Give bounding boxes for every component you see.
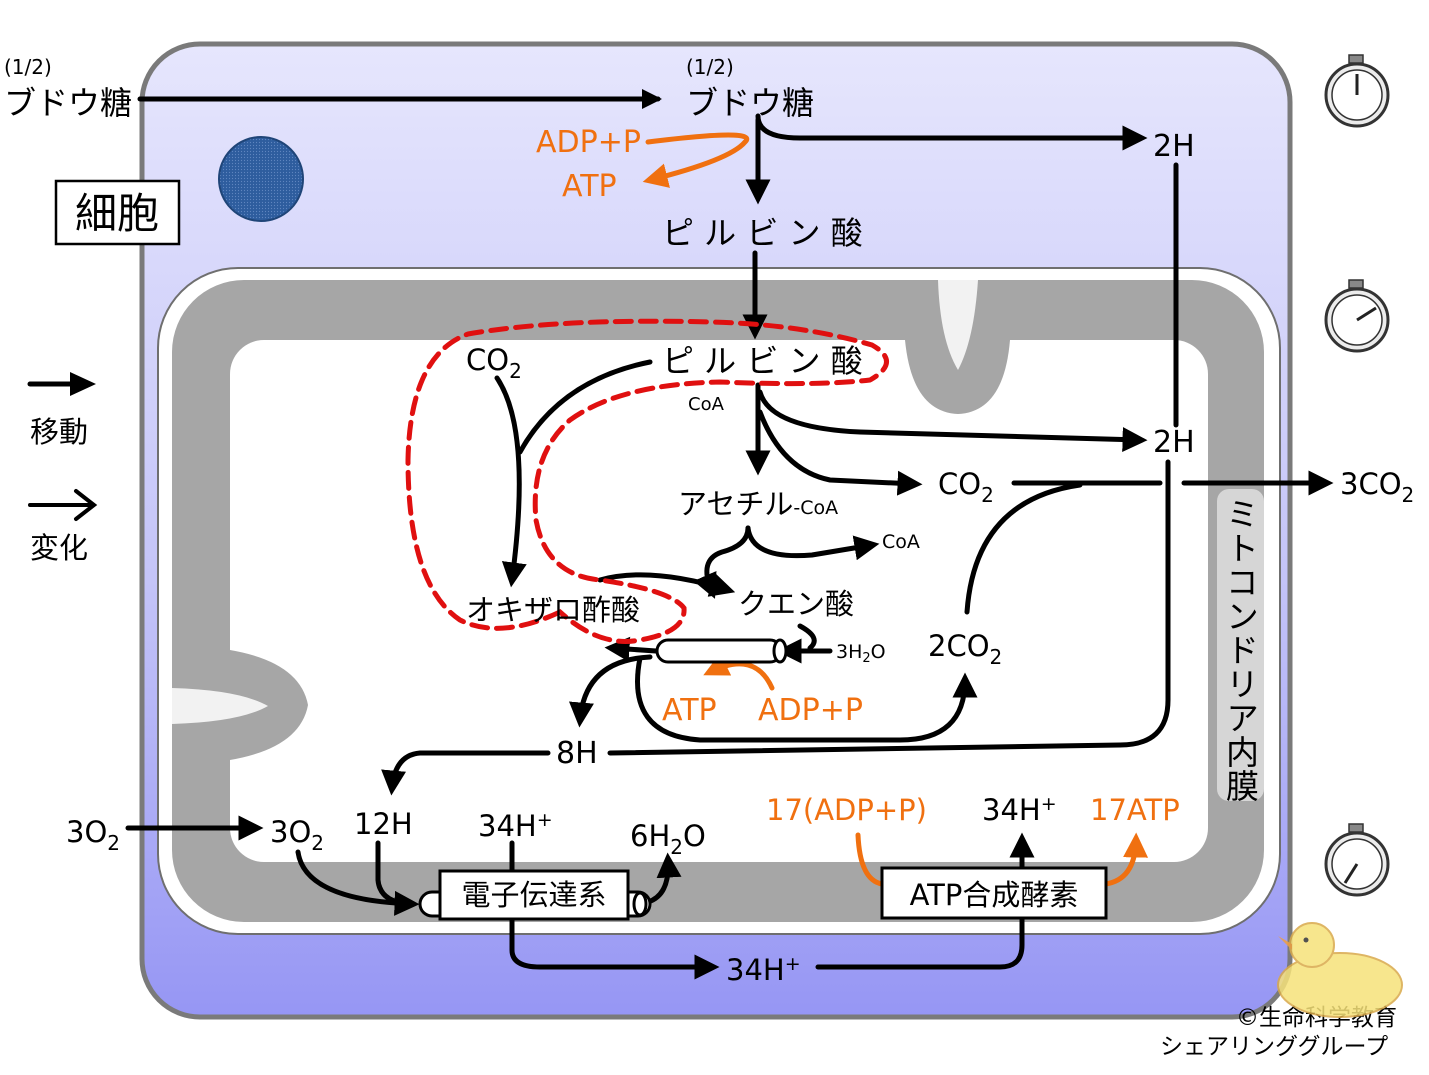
atp-synthase-box bbox=[880, 866, 1108, 920]
arrow-o2-etc bbox=[295, 849, 420, 916]
pyruvate-cyto: ピ ル ビ ン 酸 bbox=[662, 214, 863, 252]
nucleus bbox=[218, 136, 304, 222]
adp17: 17(ADP+P) bbox=[766, 793, 927, 827]
o2-outside: 3O2 bbox=[66, 815, 120, 855]
glucose-outside-coef: (1/2) bbox=[4, 55, 52, 79]
h34-left: 34H+ bbox=[478, 809, 553, 843]
arrow-8h-right bbox=[607, 742, 1123, 756]
arrow-2co2-up bbox=[964, 482, 1083, 615]
arrow-17adp bbox=[855, 832, 885, 887]
co2-mid: CO2 bbox=[938, 467, 994, 507]
crista-left-inner bbox=[172, 688, 268, 724]
atp-synthase-label: ATP合成酵素 bbox=[910, 878, 1079, 912]
acetyl-coa: アセチル-CoA bbox=[678, 487, 838, 521]
membrane-label-box bbox=[1217, 489, 1264, 801]
arrow-acetyl-coa bbox=[745, 525, 880, 561]
arrow-etc-bottom bbox=[509, 915, 720, 980]
stopwatch-icon bbox=[1324, 823, 1390, 897]
arrow-adp-atp-top bbox=[642, 132, 750, 188]
arrow-pyruvate-co2 bbox=[757, 409, 923, 496]
citric-cylinder bbox=[655, 638, 788, 664]
arrow-etc-water bbox=[645, 852, 682, 905]
glucose-cell: ブドウ糖 bbox=[686, 84, 814, 122]
adp-p-cycle: ADP+P bbox=[758, 693, 863, 728]
o2-inside: 3O2 bbox=[270, 815, 324, 855]
coa-release: CoA bbox=[882, 531, 920, 553]
etc-label: 電子伝達系 bbox=[461, 878, 606, 912]
legend-move: 移動 bbox=[30, 415, 88, 449]
arrow-cylinder-2co2 bbox=[635, 655, 978, 743]
water: 6H2O bbox=[630, 819, 706, 859]
arrow-8h-12h bbox=[381, 750, 551, 796]
legend-change: 変化 bbox=[30, 531, 88, 565]
arrow-pyruvate-2h bbox=[757, 389, 1148, 452]
legend-move-arrowhead bbox=[70, 372, 96, 396]
co2-left: CO2 bbox=[466, 343, 522, 383]
citrate: クエン酸 bbox=[738, 587, 854, 621]
membrane-label: ミトコンドリア内膜 bbox=[1221, 497, 1260, 803]
glucose-outside: ブドウ糖 bbox=[4, 84, 132, 122]
pyruvate-mito: ピ ル ビ ン 酸 bbox=[662, 342, 863, 380]
arrow-acetyl-citrate bbox=[693, 525, 751, 599]
arrow-2h-down-2 bbox=[1117, 459, 1171, 748]
arrow-12h-etc bbox=[375, 840, 415, 907]
duck-illustration bbox=[1277, 922, 1403, 1018]
twelve-h: 12H bbox=[354, 807, 413, 841]
two-co2: 2CO2 bbox=[928, 629, 1002, 669]
stopwatch-icon bbox=[1324, 54, 1390, 128]
two-h-top: 2H bbox=[1153, 129, 1195, 164]
cell-label: 細胞 bbox=[75, 189, 159, 238]
arrow-bottom-synthase bbox=[815, 915, 1025, 970]
arrow-cylinder-8h bbox=[569, 654, 653, 728]
coa-small: CoA bbox=[688, 394, 725, 415]
arrow-cylinder-oxalo bbox=[604, 636, 659, 662]
three-co2-out: 3CO2 bbox=[1340, 467, 1414, 507]
h34-bottom: 34H+ bbox=[726, 953, 801, 987]
oxaloacetate: オキザロ酢酸 bbox=[466, 593, 640, 627]
atp17: 17ATP bbox=[1090, 793, 1180, 827]
h2o-in: 3H2O bbox=[836, 641, 886, 666]
etc-complex bbox=[418, 869, 652, 921]
stopwatch-icon bbox=[1324, 279, 1390, 353]
adp-p-top: ADP+P bbox=[536, 125, 641, 160]
mitochondrial-matrix bbox=[230, 340, 1208, 862]
arrow-adp-atp-cycle bbox=[703, 653, 775, 691]
two-h-mito: 2H bbox=[1153, 425, 1195, 460]
crista-top-inner bbox=[938, 280, 978, 370]
arrow-citrate-h2o bbox=[797, 623, 817, 651]
arrow-co2-oxaloacetate bbox=[494, 375, 527, 588]
arrow-oxalo-citrate bbox=[597, 572, 736, 597]
h34-right: 34H+ bbox=[982, 793, 1057, 827]
legend-change-arrowhead bbox=[74, 489, 98, 521]
cell-label-box bbox=[54, 179, 181, 246]
tca-cycle-outline bbox=[405, 318, 889, 644]
glucose-cell-coef: (1/2) bbox=[686, 55, 734, 79]
atp-top: ATP bbox=[562, 169, 617, 204]
atp-cycle: ATP bbox=[662, 693, 717, 728]
arrow-17atp bbox=[1102, 832, 1149, 887]
arrow-pyruvate-oxaloacetate bbox=[517, 359, 653, 455]
copyright-2: シェアリンググループ bbox=[1160, 1034, 1388, 1060]
eight-h: 8H bbox=[556, 736, 598, 771]
